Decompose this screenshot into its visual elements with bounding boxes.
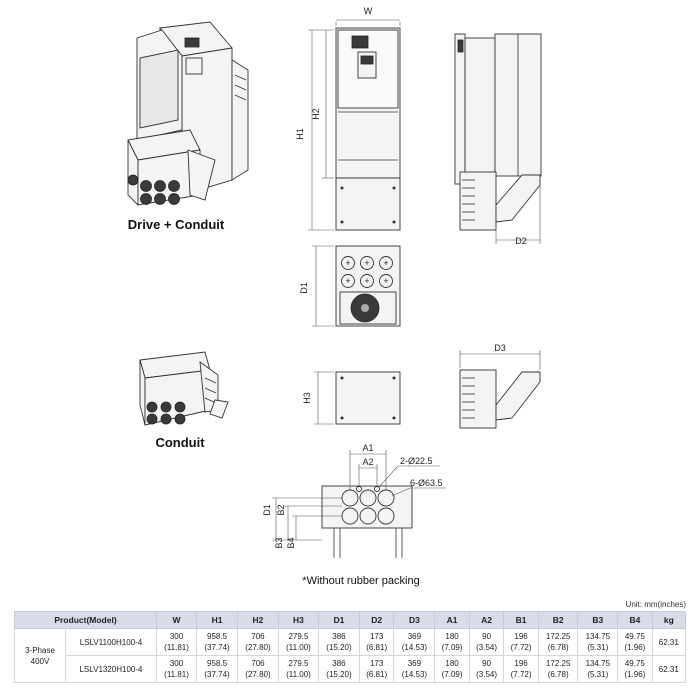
table-cell-kg: 62.31 <box>651 628 687 656</box>
dim-h2: H2 <box>311 108 321 120</box>
dim-a2: A2 <box>362 457 373 467</box>
table-cell-h2: 706(27.80) <box>237 628 279 656</box>
dim-b2: B2 <box>276 504 286 515</box>
table-cell-d2: 173(6.81) <box>358 655 395 683</box>
dim-w: W <box>364 6 373 16</box>
table-cell-b4: 49.75(1.96) <box>617 628 653 656</box>
table-cell-b2: 172.25(6.78) <box>537 655 579 683</box>
table-cell-h1: 958.5(37.74) <box>196 628 238 656</box>
svg-text:+: + <box>345 276 350 286</box>
dim-d2: D2 <box>515 236 527 246</box>
hole-plan-holes <box>341 486 395 525</box>
conduit-side-view <box>459 350 541 429</box>
table-cell-b3: 134.75(5.31) <box>577 628 619 656</box>
svg-text:+: + <box>383 258 388 268</box>
table-cell-model: LSLV1320H100-4 <box>65 655 157 683</box>
dim-hole-small: 2-Ø22.5 <box>400 456 433 466</box>
table-cell-model: LSLV1100H100-4 <box>65 628 157 656</box>
table-header-d2: D2 <box>358 611 395 629</box>
table-cell-w: 300(11.81) <box>155 628 198 656</box>
conduit-isometric <box>139 351 229 426</box>
table-header-b3: B3 <box>577 611 619 629</box>
drive-conduit-isometric <box>127 21 249 207</box>
table-cell-b3: 134.75(5.31) <box>577 655 619 683</box>
table-header-product: Product(Model) <box>14 611 157 629</box>
table-cell-d1: 386(15.20) <box>318 628 360 656</box>
hole-plan-view <box>272 450 446 558</box>
side-view <box>454 33 542 244</box>
table-cell-h3: 279.5(11.00) <box>277 655 320 683</box>
dim-b3: B3 <box>274 537 284 548</box>
table-header-h3: H3 <box>277 611 320 629</box>
table-cell-a1: 180(7.09) <box>434 628 470 656</box>
table-cell-h2: 706(27.80) <box>237 655 279 683</box>
table-header-d1: D1 <box>318 611 360 629</box>
table-cell-h1: 958.5(37.74) <box>196 655 238 683</box>
table-header-b1: B1 <box>503 611 539 629</box>
dim-d1: D1 <box>299 282 309 294</box>
table-header-b2: B2 <box>537 611 579 629</box>
conduit-holes-iso <box>127 174 180 205</box>
dim-d3: D3 <box>494 343 506 353</box>
conduit-front-view <box>314 371 401 425</box>
svg-text:+: + <box>364 258 369 268</box>
svg-text:+: + <box>364 276 369 286</box>
dim-a1: A1 <box>362 443 373 453</box>
table-header-d3: D3 <box>393 611 436 629</box>
table-header-a2: A2 <box>468 611 505 629</box>
table-cell-d1: 386(15.20) <box>318 655 360 683</box>
table-cell-d3: 369(14.53) <box>393 628 436 656</box>
table-cell-d2: 173(6.81) <box>358 628 395 656</box>
conduit-holes-iso-2 <box>146 401 186 425</box>
table-group-cell: 3-Phase 400V <box>14 628 66 683</box>
svg-text:+: + <box>345 258 350 268</box>
dim-h1: H1 <box>295 128 305 140</box>
table-header-w: W <box>155 611 198 629</box>
caption-drive-conduit: Drive + Conduit <box>128 217 225 232</box>
table-cell-b2: 172.25(6.78) <box>537 628 579 656</box>
table-header-h2: H2 <box>237 611 279 629</box>
table-cell-a2: 90(3.54) <box>468 628 505 656</box>
table-cell-a1: 180(7.09) <box>434 655 470 683</box>
side-fins <box>462 179 475 221</box>
caption-conduit: Conduit <box>155 435 205 450</box>
table-cell-kg: 62.31 <box>651 655 687 683</box>
bottom-view-holes: + + + + + + <box>341 256 393 288</box>
table-header-b4: B4 <box>617 611 653 629</box>
conduit-side-fins <box>462 377 475 419</box>
table-header-a1: A1 <box>434 611 470 629</box>
svg-text:+: + <box>383 276 388 286</box>
note-without-packing: *Without rubber packing <box>302 575 419 587</box>
table-cell-b4: 49.75(1.96) <box>617 655 653 683</box>
front-view <box>308 19 401 231</box>
table-header-kg: kg <box>651 611 687 629</box>
dim-hole-large: 6-Ø63.5 <box>410 478 443 488</box>
table-cell-h3: 279.5(11.00) <box>277 628 320 656</box>
bottom-view: + + + + + + <box>312 245 401 327</box>
dim-b4: B4 <box>286 537 296 548</box>
dim-d1-plan: D1 <box>262 504 272 516</box>
table-header-h1: H1 <box>196 611 238 629</box>
unit-note: Unit: mm(inches) <box>625 600 686 609</box>
table-cell-b1: 196(7.72) <box>503 655 539 683</box>
table-cell-d3: 369(14.53) <box>393 655 436 683</box>
table-cell-a2: 90(3.54) <box>468 655 505 683</box>
dim-h3: H3 <box>302 392 312 404</box>
table-cell-b1: 196(7.72) <box>503 628 539 656</box>
table-cell-w: 300(11.81) <box>155 655 198 683</box>
